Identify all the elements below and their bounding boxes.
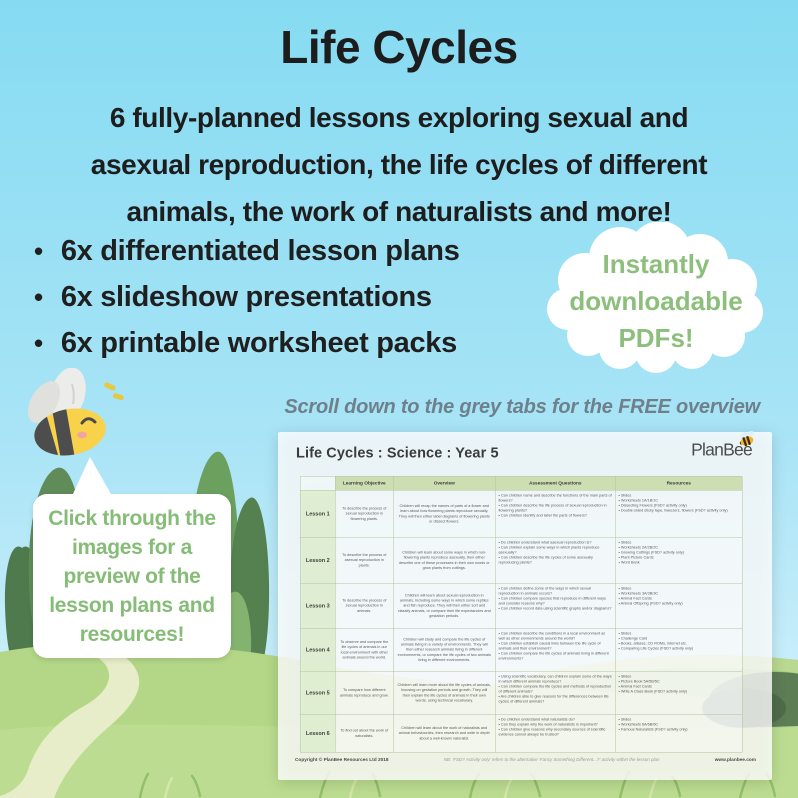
lesson-label: Lesson 1 — [300, 490, 336, 538]
document-title: Life Cycles : Science : Year 5 — [296, 445, 499, 461]
assessment-cell: • Using scientific vocabulary, can child… — [495, 671, 616, 715]
bullet-icon: • — [34, 236, 43, 266]
overview-cell: Children will learn more about the life … — [393, 671, 496, 715]
table-header-cell: Assessment Questions — [495, 476, 616, 491]
feature-item: • 6x slideshow presentations — [34, 274, 460, 320]
document-preview[interactable]: Life Cycles : Science : Year 5 PlanBee L… — [278, 431, 772, 780]
lesson-label: Lesson 5 — [300, 671, 336, 715]
subtitle: 6 fully-planned lessons exploring sexual… — [90, 102, 708, 227]
objective-cell: To describe the process of sexual reprod… — [335, 583, 394, 629]
assessment-cell: • Do children understand what naturalist… — [495, 714, 616, 753]
planbee-bee-icon — [739, 431, 754, 447]
lesson-label: Lesson 6 — [300, 714, 336, 753]
planbee-logo-text: PlanBee — [691, 440, 753, 460]
path-trail — [0, 652, 140, 798]
overview-table: Learning Objective Overview Assessment Q… — [300, 476, 743, 753]
bullet-icon: • — [34, 282, 43, 312]
resources-cell: • Slides • Challenge Card • Books, atlas… — [615, 628, 743, 672]
assessment-cell: • Do children understand what asexual re… — [495, 537, 616, 584]
lesson-overview-sheet: Life Cycles : Science : Year 5 PlanBee L… — [278, 431, 772, 780]
pdf-cloud-badge: Instantly downloadable PDFs! — [540, 222, 772, 378]
assessment-cell: • Can children define some of the ways i… — [495, 583, 616, 629]
lesson-label: Lesson 4 — [300, 628, 336, 672]
table-header-cell: Resources — [615, 476, 743, 491]
feature-item: • 6x printable worksheet packs — [34, 320, 460, 366]
objective-cell: To observe and compare the life cycles o… — [335, 628, 394, 672]
footer-note: NB: 'FSD? Activity only' refers to the a… — [443, 757, 660, 762]
objective-cell: To describe the process of sexual reprod… — [335, 490, 394, 538]
bee-icon — [27, 367, 124, 461]
lesson-label: Lesson 2 — [300, 537, 336, 584]
feature-text: 6x differentiated lesson plans — [60, 235, 460, 267]
speech-bubble: Click through the images for a preview o… — [33, 457, 231, 658]
feature-list: • 6x differentiated lesson plans • 6x sl… — [34, 228, 460, 366]
objective-cell: To find out about the work of naturalist… — [335, 714, 394, 753]
cloud-text: Instantly downloadable PDFs! — [569, 249, 743, 353]
overview-cell: Children will study and compare the life… — [393, 628, 496, 672]
table-header-cell: Overview — [393, 476, 496, 491]
table-header-cell: Learning Objective — [335, 476, 394, 491]
objective-cell: To describe the process of asexual repro… — [335, 537, 394, 584]
resources-cell: • Slides • Worksheets 6A/6B/6C • Famous … — [615, 714, 743, 753]
assessment-cell: • Can children name and describe the fun… — [495, 490, 616, 538]
lesson-label: Lesson 3 — [300, 583, 336, 629]
bullet-icon: • — [34, 328, 43, 358]
scroll-hint: Scroll down to the grey tabs for the FRE… — [284, 396, 760, 418]
resources-cell: • Slides • Picture Book 5A/5B/5C • Anima… — [615, 671, 743, 715]
feature-text: 6x printable worksheet packs — [60, 327, 457, 359]
resources-cell: • Slides • Worksheets 2A/2B/2C • Growing… — [615, 537, 743, 584]
speech-bubble-pointer — [72, 457, 112, 496]
website-url: www.planbee.com — [714, 757, 756, 763]
assessment-cell: • Can children describe the conditions i… — [495, 628, 616, 672]
objective-cell: To compare how different animals reprodu… — [335, 671, 394, 715]
copyright-text: Copyright © PlanBee Resources Ltd 2018 — [295, 757, 389, 763]
planbee-logo: PlanBee — [691, 431, 754, 460]
document-footer: Copyright © PlanBee Resources Ltd 2018 N… — [295, 757, 756, 763]
feature-item: • 6x differentiated lesson plans — [34, 228, 460, 274]
overview-cell: Children will recap the names of parts o… — [393, 490, 496, 538]
speech-bubble-text: Click through the images for a preview o… — [48, 507, 216, 646]
overview-cell: Children will learn about some ways in w… — [393, 537, 496, 584]
resources-cell: • Slides • Worksheets 3A/3B/3C • Animal … — [615, 583, 743, 629]
overview-cell: Children will learn about sexual reprodu… — [393, 583, 496, 629]
motion-dashes — [104, 382, 124, 401]
resources-cell: • Slides • Worksheets 1A/1B/1C • Dissect… — [615, 490, 743, 538]
cloud-icon — [547, 222, 763, 373]
table-header-cell — [300, 476, 336, 491]
overview-cell: Children will learn about the work of na… — [393, 714, 496, 753]
feature-text: 6x slideshow presentations — [60, 281, 432, 313]
bee-illustration — [14, 367, 130, 474]
page-title: Life Cycles — [280, 21, 518, 73]
